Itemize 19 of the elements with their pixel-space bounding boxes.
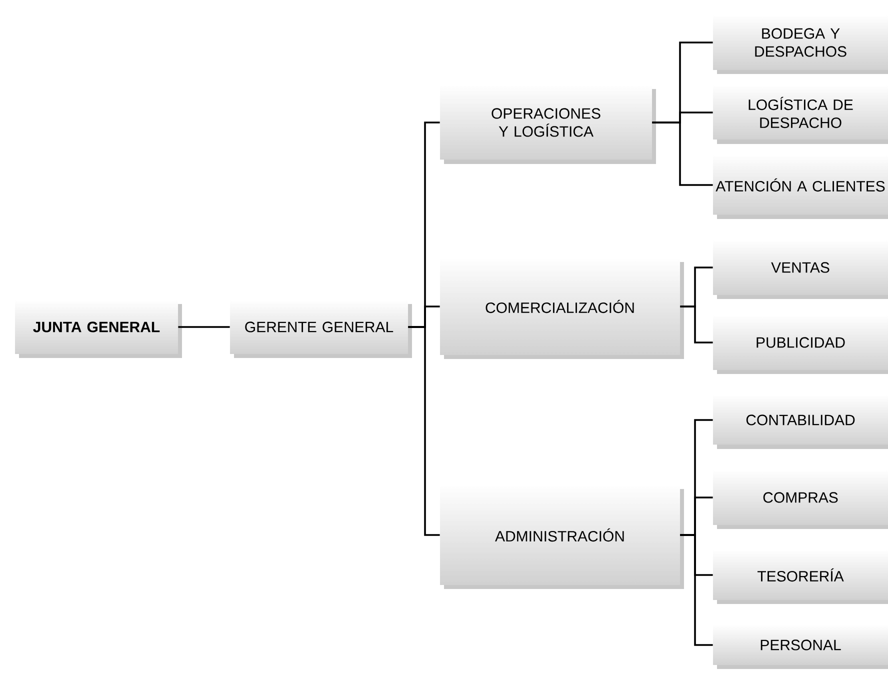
org-box: PERSONAL	[713, 625, 888, 669]
org-box: COMERCIALIZACIÓN	[440, 258, 684, 359]
org-box: GERENTE GENERAL	[230, 300, 412, 358]
org-box: CONTABILIDAD	[713, 395, 888, 449]
connector-line	[680, 534, 713, 646]
org-box: OPERACIONES Y LOGÍSTICA	[440, 85, 656, 164]
connector-line	[178, 326, 230, 328]
org-box: PUBLICIDAD	[713, 315, 888, 374]
connector-line	[408, 326, 440, 536]
org-box: ADMINISTRACIÓN	[440, 485, 684, 589]
org-box: LOGÍSTICA DE DESPACHO	[713, 85, 888, 144]
org-box: VENTAS	[713, 240, 888, 299]
org-box: TESORERÍA	[713, 550, 888, 604]
connector-line	[652, 122, 713, 186]
org-box: COMPRAS	[713, 470, 888, 529]
org-box: JUNTA GENERAL	[15, 300, 182, 358]
org-box: BODEGA Y DESPACHOS	[713, 15, 888, 74]
org-box: ATENCIÓN A CLIENTES	[713, 155, 888, 219]
connector-line	[680, 306, 713, 344]
